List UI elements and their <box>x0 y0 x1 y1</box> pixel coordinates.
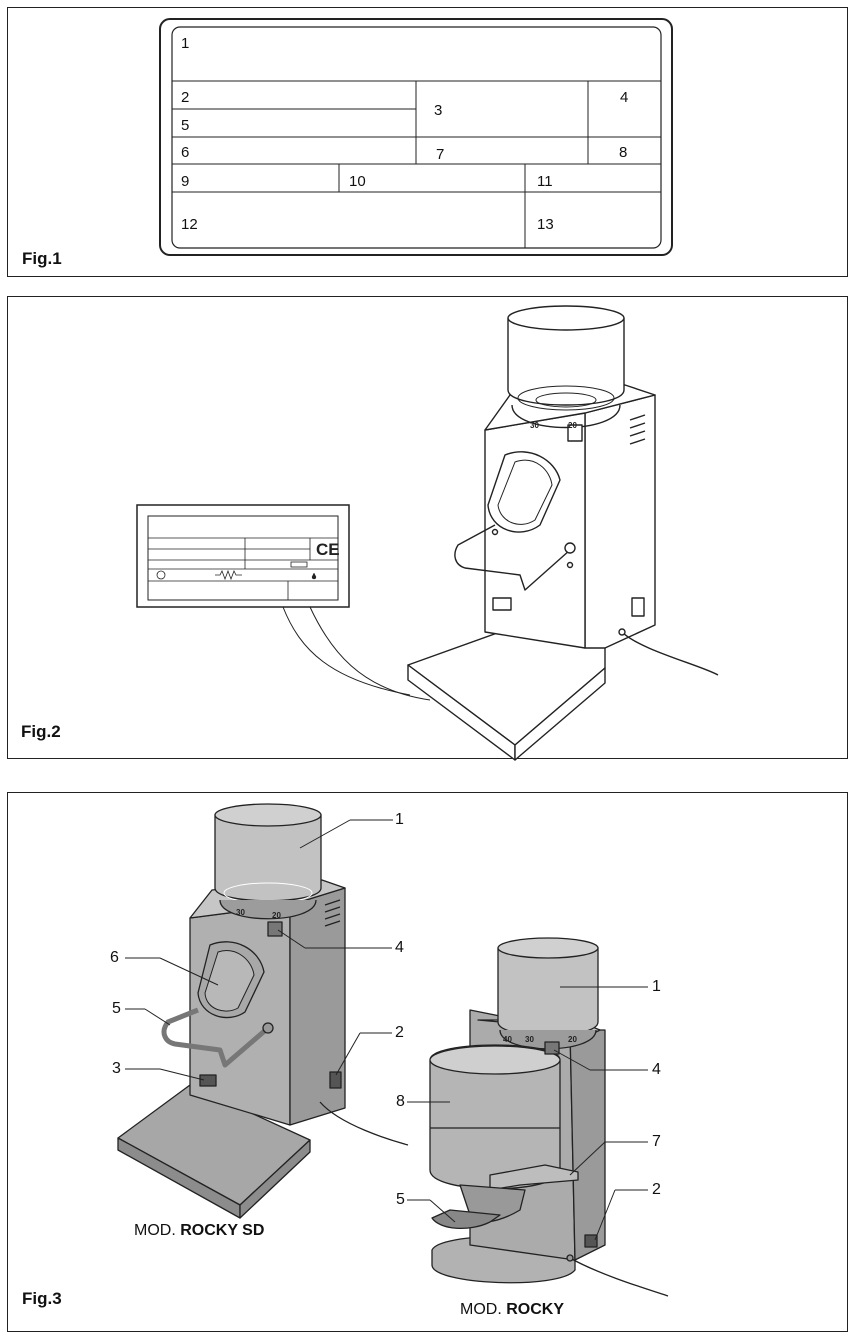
rocky-callout-2-main-switch: 2 <box>652 1181 661 1198</box>
rocky-sd-model-prefix: MOD. <box>134 1222 176 1239</box>
rocky-callout-5-fork: 5 <box>396 1191 405 1208</box>
rocky-model-caption: MOD. ROCKY <box>460 1301 564 1319</box>
fig3-panel <box>7 792 848 1332</box>
rocky-sd-callout-3-switch: 3 <box>112 1060 121 1077</box>
rocky-dial-number-20: 20 <box>568 1035 577 1044</box>
fig1-label: Fig.1 <box>22 249 62 268</box>
plate-field-7: 7 <box>436 146 445 163</box>
plate-field-1: 1 <box>181 35 190 52</box>
rocky-model-prefix: MOD. <box>460 1301 502 1318</box>
rocky-sd-callout-1-hopper: 1 <box>395 811 404 828</box>
plate-field-13: 13 <box>537 216 554 233</box>
plate-field-9: 9 <box>181 173 190 190</box>
rocky-sd-callout-4-adjuster: 4 <box>395 939 404 956</box>
plate-field-10: 10 <box>349 173 366 190</box>
fig3-label: Fig.3 <box>22 1289 62 1308</box>
plate-field-12: 12 <box>181 216 198 233</box>
fig2-dial-number-30: 30 <box>530 421 539 430</box>
plate-field-3: 3 <box>434 102 443 119</box>
rocky-callout-4-adjuster: 4 <box>652 1061 661 1078</box>
plate-field-11: 11 <box>537 173 553 190</box>
rocky-sd-model-name: ROCKY SD <box>180 1222 265 1239</box>
plate-field-4: 4 <box>620 89 629 106</box>
fig1-panel <box>7 7 848 277</box>
fig2-plate-ce-mark: CE <box>316 540 340 559</box>
rocky-dial-number-30: 30 <box>525 1035 534 1044</box>
fig2-dial-number-20: 20 <box>568 421 577 430</box>
plate-field-2: 2 <box>181 89 190 106</box>
rocky-sd-model-caption: MOD. ROCKY SD <box>134 1222 264 1240</box>
fig2-label-plate <box>136 504 431 701</box>
rocky-callout-8-doser: 8 <box>396 1093 405 1110</box>
rocky-sd-callout-6-chute: 6 <box>110 949 119 966</box>
rocky-callout-1-hopper: 1 <box>652 978 661 995</box>
fig2-label: Fig.2 <box>21 722 61 741</box>
plate-field-5: 5 <box>181 117 190 134</box>
rocky-sd-dial-number-30: 30 <box>236 908 245 917</box>
rocky-dial-number-40: 40 <box>503 1035 512 1044</box>
rocky-grinder <box>407 937 669 1297</box>
plate-field-6: 6 <box>181 144 190 161</box>
rocky-sd-dial-number-20: 20 <box>272 911 281 920</box>
rocky-sd-callout-5-fork: 5 <box>112 1000 121 1017</box>
rocky-callout-7-lever: 7 <box>652 1133 661 1150</box>
fig1-rating-plate <box>159 18 673 256</box>
rocky-model-name: ROCKY <box>506 1301 565 1318</box>
plate-field-8: 8 <box>619 144 628 161</box>
rocky-sd-grinder <box>117 803 409 1219</box>
fig2-grinder-illustration: CE <box>136 305 719 761</box>
fig2-grinder <box>407 305 719 761</box>
rocky-sd-callout-2-main-switch: 2 <box>395 1024 404 1041</box>
